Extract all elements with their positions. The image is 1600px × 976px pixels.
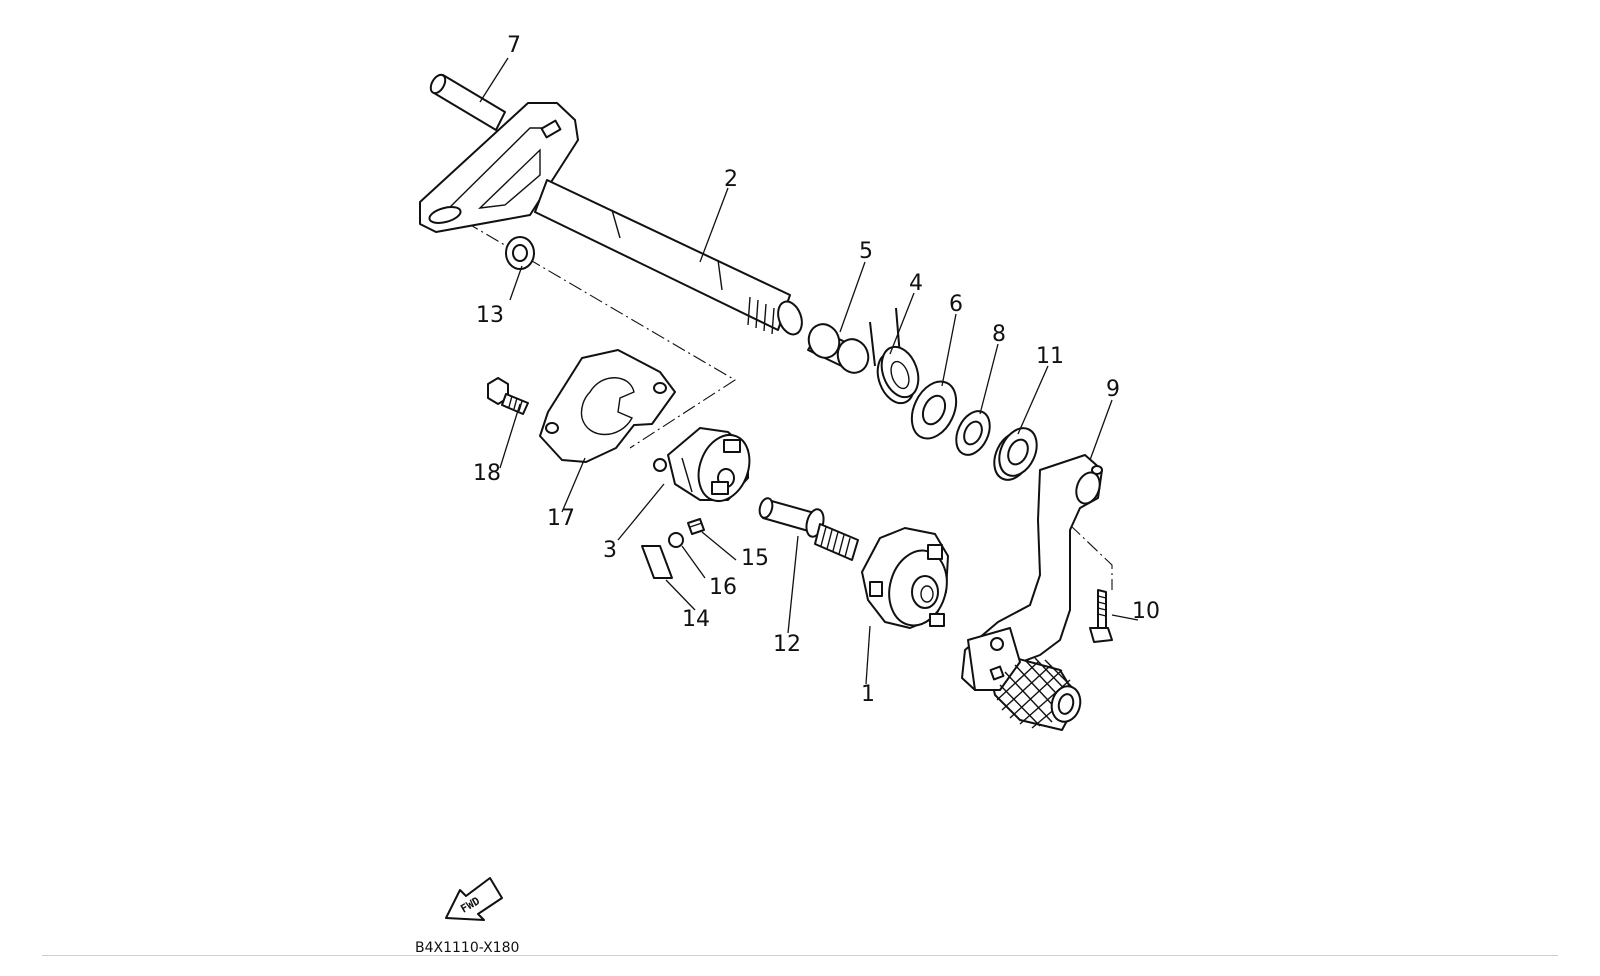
callout-16: 16 — [709, 575, 737, 600]
callout-labels: 7 2 13 5 4 6 8 11 9 18 17 3 15 16 14 12 … — [473, 33, 1160, 707]
part-14-plate — [641, 545, 673, 579]
part-4-torsion-spring — [869, 307, 920, 405]
part-8-pin — [429, 73, 506, 131]
callout-18: 18 — [473, 461, 501, 486]
part-11-seal — [993, 427, 1038, 481]
part-18-bolt — [487, 377, 529, 415]
part-5-bushing — [807, 323, 870, 374]
callout-5: 5 — [859, 239, 873, 264]
callout-13: 13 — [476, 303, 504, 328]
leader-lines — [479, 57, 1139, 685]
part-17-guide-plate — [539, 349, 676, 463]
part-6-washer — [910, 380, 958, 440]
callout-1: 1 — [861, 682, 875, 707]
part-15-small-spring — [687, 518, 705, 535]
callout-11: 11 — [1036, 344, 1064, 369]
callout-9: 9 — [1106, 377, 1120, 402]
callout-4: 4 — [909, 271, 923, 296]
part-13-collar — [505, 236, 535, 270]
callout-14: 14 — [682, 607, 710, 632]
part-16-ball — [668, 532, 684, 548]
part-9-shift-pedal — [961, 454, 1103, 731]
callout-8: 7 — [507, 33, 521, 58]
part-2-shift-shaft — [419, 102, 803, 336]
bottom-divider — [42, 955, 1558, 956]
callout-12: 12 — [773, 632, 801, 657]
diagram-code: B4X1110-X180 — [415, 940, 519, 956]
callout-3: 3 — [603, 538, 617, 563]
callout-2: 2 — [724, 167, 738, 192]
callout-10: 10 — [1132, 599, 1160, 624]
part-3-segment — [653, 427, 751, 502]
callout-6: 6 — [949, 292, 963, 317]
part-1-star-cam — [861, 527, 949, 629]
callout-7: 8 — [992, 322, 1006, 347]
part-12-stopper-bolt — [758, 497, 859, 561]
assembly-guide-lines — [444, 209, 1113, 590]
callout-17: 17 — [547, 506, 575, 531]
callout-15: 15 — [741, 546, 769, 571]
part-10-pedal-bolt — [1089, 589, 1113, 643]
fwd-arrow: FWD — [445, 877, 503, 921]
part-7-washer — [955, 410, 991, 456]
